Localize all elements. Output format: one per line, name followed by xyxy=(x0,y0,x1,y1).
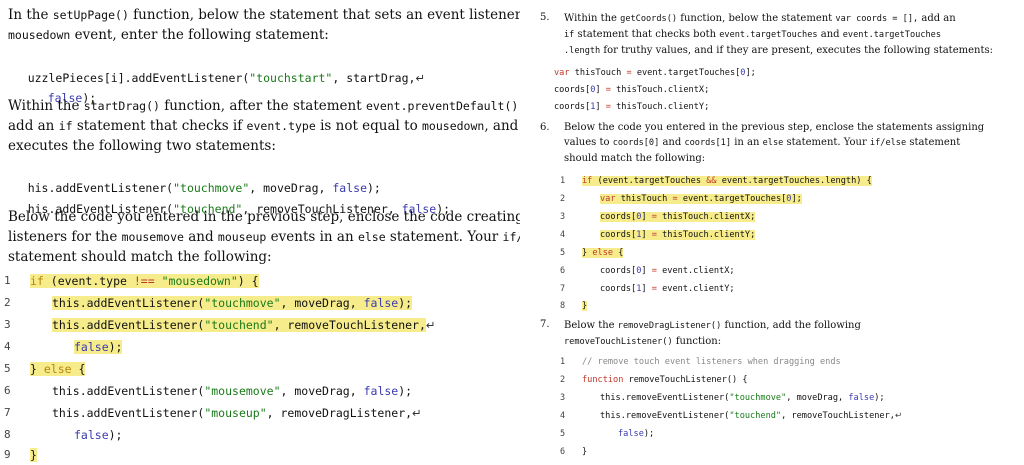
line-number: 2 xyxy=(4,296,11,309)
code-line: } else { xyxy=(582,248,624,258)
right-column: 5. Within the getCoords() function, belo… xyxy=(532,0,1024,465)
code-line: if (event.targetTouches && event.targetT… xyxy=(582,176,872,186)
step5-instruction: Within the getCoords() function, below t… xyxy=(564,13,993,56)
code-line: coords[0] = thisTouch.clientX; xyxy=(554,85,710,95)
line-return-icon: ↵ xyxy=(412,406,422,420)
code-line: false); xyxy=(618,429,655,439)
code-line: } xyxy=(582,447,588,457)
instruction-setup: In the setUpPage() function, below the s… xyxy=(8,7,520,43)
line-number: 6 xyxy=(560,266,566,276)
line-number: 1 xyxy=(560,176,566,186)
code-line: // remove touch event listeners when dra… xyxy=(582,357,841,367)
instruction-startdrag: Within the startDrag() function, after t… xyxy=(8,98,520,154)
step7-instruction: Below the removeDragListener() function,… xyxy=(564,320,861,347)
code-line: this.addEventListener("touchmove", moveD… xyxy=(52,296,413,310)
line-number: 1 xyxy=(560,357,566,367)
line-number: 3 xyxy=(560,393,566,403)
code-line: this.addEventListener("mousemove", moveD… xyxy=(52,384,413,398)
line-number: 4 xyxy=(4,340,11,353)
line-number: 2 xyxy=(560,375,566,385)
code-line: coords[1] = thisTouch.clientY; xyxy=(554,102,710,112)
step-number: 6. xyxy=(540,122,550,133)
line-number: 8 xyxy=(560,301,566,311)
line-number: 5 xyxy=(560,429,566,439)
code-line: false); xyxy=(74,428,123,442)
line-number: 4 xyxy=(560,230,566,240)
code-line: coords[0] = thisTouch.clientX; xyxy=(600,212,756,222)
code-line: var thisTouch = event.targetTouches[0]; xyxy=(554,68,756,78)
line-number: 4 xyxy=(560,411,566,421)
code-line: this.addEventListener("mouseup", removeD… xyxy=(52,406,422,420)
line-number: 3 xyxy=(4,318,11,331)
line-number: 5 xyxy=(560,248,566,258)
step6-instruction: Below the code you entered in the previo… xyxy=(564,122,985,164)
code-line: this.removeEventListener("touchmove", mo… xyxy=(600,393,885,403)
line-number: 6 xyxy=(4,384,11,397)
code-line: } xyxy=(582,301,588,311)
line-return-icon: ↵ xyxy=(425,318,436,332)
line-number: 7 xyxy=(4,406,11,419)
line-number: 5 xyxy=(4,362,11,375)
code-line: var thisTouch = event.targetTouches[0]; xyxy=(600,194,802,204)
code-line: function removeTouchListener() { xyxy=(582,375,748,385)
line-number: 7 xyxy=(560,284,566,294)
step-number: 7. xyxy=(540,319,550,330)
code-line: coords[1] = thisTouch.clientY; xyxy=(600,230,756,240)
step-number: 5. xyxy=(540,12,550,23)
line-number: 9 xyxy=(4,448,11,461)
code-snippet-touchstart-cont: false); xyxy=(47,91,97,105)
code-line: this.addEventListener("touchend", remove… xyxy=(52,318,436,332)
instruction-else: Below the code you entered in the previo… xyxy=(8,209,520,265)
code-line: if (event.type !== "mousedown") { xyxy=(30,274,259,288)
line-number: 6 xyxy=(560,447,566,457)
code-line: false); xyxy=(74,340,123,354)
code-snippet-touchend: his.addEventListener("touchend", removeT… xyxy=(27,202,451,216)
line-number: 1 xyxy=(4,274,11,287)
line-return-icon: ↵ xyxy=(415,71,426,85)
code-line: this.removeEventListener("touchend", rem… xyxy=(600,411,903,421)
code-line: } xyxy=(30,448,37,462)
line-return-icon: ↵ xyxy=(894,411,903,421)
code-line: } else { xyxy=(30,362,86,376)
line-number: 8 xyxy=(4,428,11,441)
code-snippet-touchstart: uzzlePieces[i].addEventListener("touchst… xyxy=(27,71,426,85)
line-number: 2 xyxy=(560,194,566,204)
code-snippet-touchmove: his.addEventListener("touchmove", moveDr… xyxy=(27,181,381,195)
left-column: In the setUpPage() function, below the s… xyxy=(4,7,520,462)
line-number: 3 xyxy=(560,212,566,222)
code-line: coords[0] = event.clientX; xyxy=(600,266,735,276)
code-line: coords[1] = event.clientY; xyxy=(600,284,735,294)
